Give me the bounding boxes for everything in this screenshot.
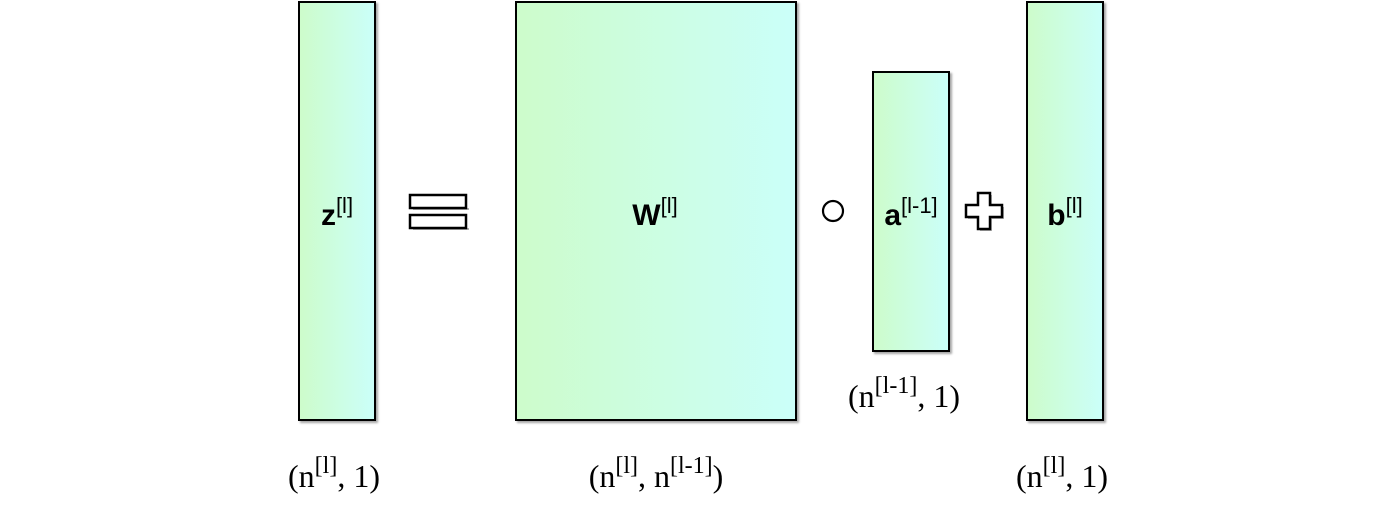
- b-vector-box: [1026, 1, 1104, 421]
- z-label-base: z: [320, 199, 336, 232]
- w-dim-post: ): [712, 458, 724, 494]
- w-label-base: W: [632, 199, 661, 232]
- a-dim-pre: (n: [848, 378, 875, 414]
- b-label: b[l]: [1047, 195, 1082, 231]
- b-label-base: b: [1047, 199, 1066, 232]
- a-dim-sup: [l-1]: [874, 373, 918, 399]
- z-dim-post: , 1): [337, 458, 380, 494]
- b-label-superscript: [l]: [1065, 193, 1083, 218]
- plus-icon: [964, 191, 1004, 231]
- w-dim-sup: [l]: [615, 453, 638, 479]
- a-vector-box: [872, 71, 950, 352]
- w-matrix-box: [515, 1, 797, 421]
- z-dim-sup: [l]: [314, 453, 338, 479]
- a-dim-post: , 1): [917, 378, 960, 414]
- a-dimensions: (n[l-1], 1): [848, 374, 960, 412]
- a-label: a[l-1]: [884, 195, 937, 231]
- w-label-superscript: [l]: [660, 193, 678, 218]
- a-label-base: a: [884, 199, 901, 232]
- z-dim-pre: (n: [288, 458, 315, 494]
- z-label-superscript: [l]: [335, 193, 354, 218]
- b-dim-sup: [l]: [1042, 453, 1066, 479]
- b-dim-pre: (n: [1016, 458, 1043, 494]
- z-label: z[l]: [321, 195, 353, 231]
- w-dim-sup2: [l-1]: [670, 453, 713, 479]
- equals-icon: [408, 193, 469, 230]
- z-dimensions: (n[l], 1): [288, 454, 380, 492]
- a-label-superscript: [l-1]: [901, 193, 938, 218]
- z-vector-box: [298, 1, 376, 421]
- b-dimensions: (n[l], 1): [1016, 454, 1108, 492]
- w-dimensions: (n[l], n[l-1]): [589, 454, 724, 492]
- w-dim-pre: (n: [588, 458, 616, 494]
- w-label: W[l]: [632, 195, 677, 231]
- w-dim-mid: , n: [638, 458, 670, 494]
- b-dim-post: , 1): [1065, 458, 1108, 494]
- dot-product-icon: [821, 199, 845, 223]
